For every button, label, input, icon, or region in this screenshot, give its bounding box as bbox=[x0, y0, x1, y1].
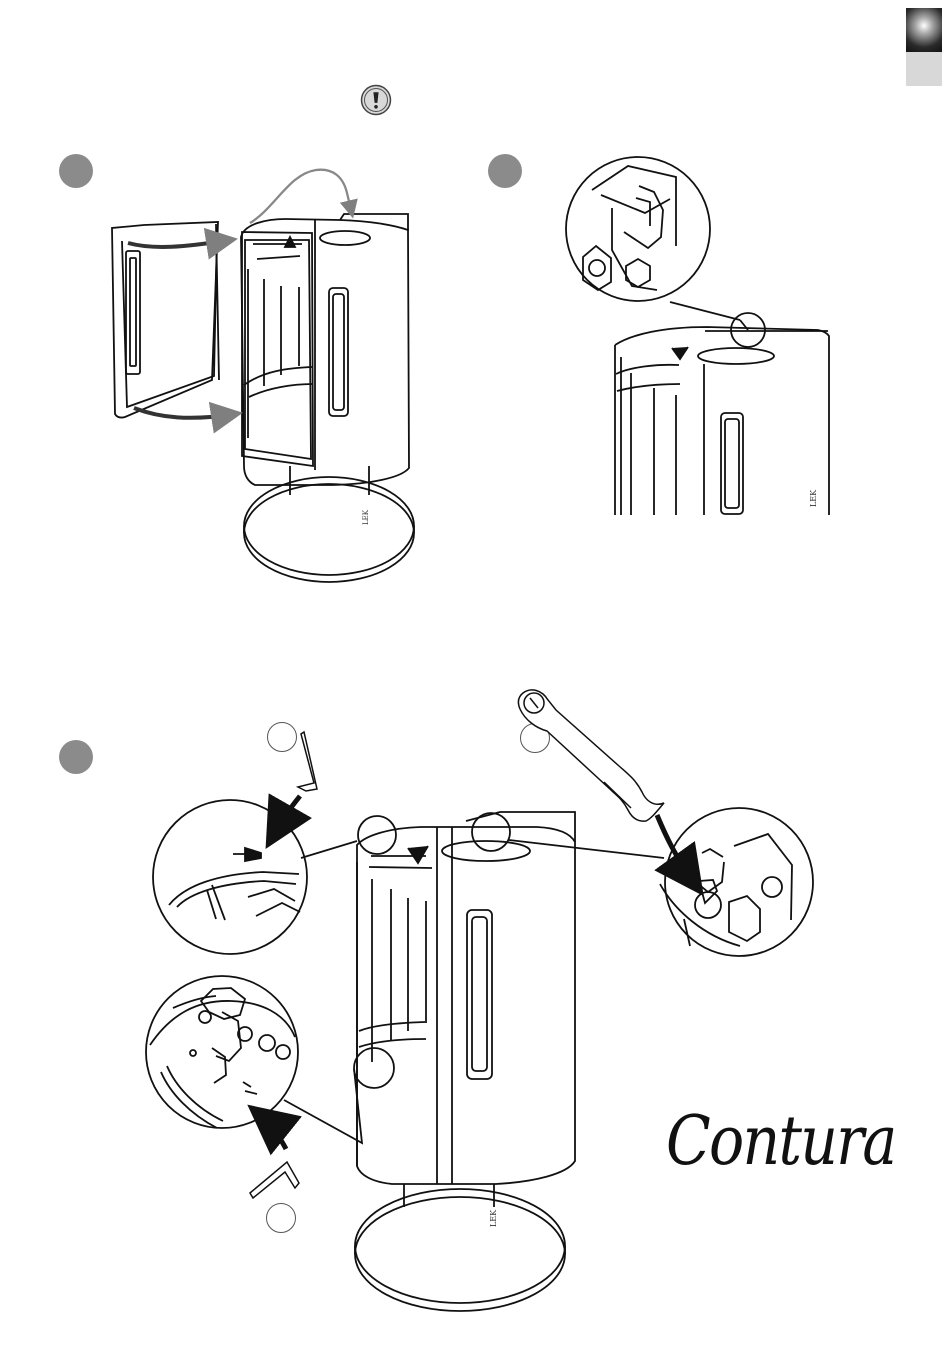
stove-step-2-illustration bbox=[566, 157, 829, 515]
svg-text:LEK: LEK bbox=[809, 489, 818, 507]
svg-text:LEK: LEK bbox=[489, 1209, 498, 1227]
brand-logo: Contura bbox=[666, 1108, 896, 1176]
tool-wrench-icon bbox=[518, 690, 664, 821]
step-3-mark: LEK bbox=[489, 1209, 498, 1227]
instruction-arrows bbox=[259, 796, 695, 1149]
tool-allen-key-icon bbox=[298, 732, 317, 791]
svg-text:LEK: LEK bbox=[362, 509, 370, 525]
stove-step-3-illustration bbox=[146, 800, 813, 1311]
stove-step-2-mark: LEK bbox=[809, 489, 818, 507]
allen-key-lower-icon bbox=[250, 1162, 299, 1198]
stove-step-1-mark: LEK bbox=[362, 509, 370, 525]
